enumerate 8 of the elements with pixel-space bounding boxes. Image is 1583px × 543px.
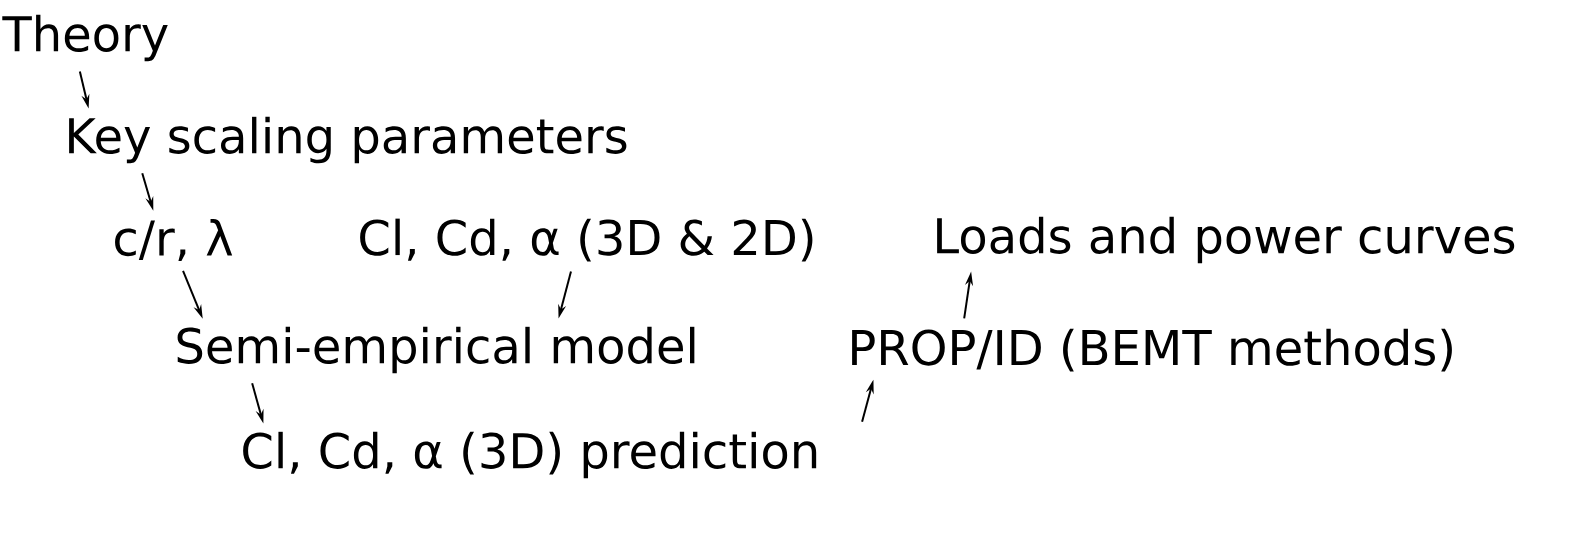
text-label: c/r, λ xyxy=(115,219,233,262)
text-label: Cl, Cd, α (3D) prediction xyxy=(243,431,817,479)
text-label: Key scaling parameters xyxy=(69,116,627,164)
text-label: PROP/ID (BEMT methods) xyxy=(852,328,1452,372)
text-label: Semi-empirical model xyxy=(177,326,695,374)
text-label: Theory xyxy=(2,14,168,62)
text-label: Cl, Cd, α (3D & 2D) xyxy=(360,218,813,262)
text-label: Loads and power curves xyxy=(937,216,1515,264)
